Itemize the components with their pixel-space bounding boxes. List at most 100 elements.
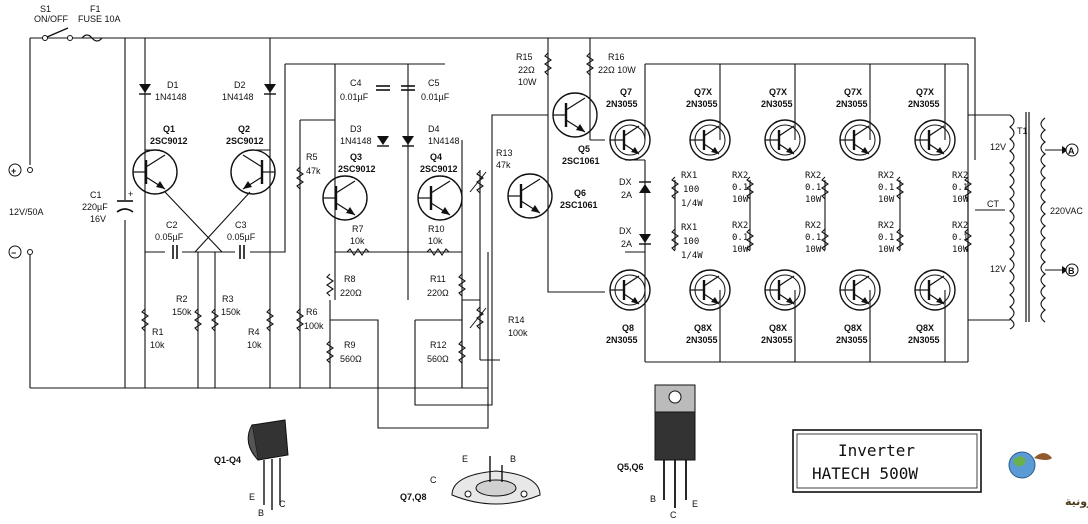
resistor-rx2-t4: RX2 0.1 10W	[952, 171, 972, 205]
package-to220: Q5,Q6 B C E	[617, 384, 698, 520]
diode-d2: D2 1N4148	[222, 80, 277, 102]
q8-value: 2N3055	[606, 335, 638, 345]
transformer-t1: A B T1 12V CT 12V 220VAC	[987, 112, 1083, 330]
dx-bottom-value: 2A	[621, 239, 632, 249]
resistor-r13: R13 47k	[469, 148, 513, 194]
to92-c: C	[279, 499, 286, 509]
r7-value: 10k	[350, 236, 365, 246]
rx2-b4-v2: 10W	[952, 245, 969, 255]
r7-name: R7	[352, 224, 364, 234]
c1-plus: +	[128, 189, 133, 199]
rx2-t4-v1: 0.1	[952, 183, 968, 193]
s1-name: S1	[40, 4, 51, 14]
rx2-b3-v1: 0.1	[878, 233, 894, 243]
to3-e: E	[462, 454, 468, 464]
resistor-r6: R6 100k	[296, 307, 324, 332]
rx1-bottom-name: RX1	[681, 223, 697, 233]
resistor-rx1-top: RX1 100 1/4W	[671, 171, 703, 209]
r12-name: R12	[430, 340, 447, 350]
r10-name: R10	[428, 224, 445, 234]
q7x-2-name: Q7X	[769, 87, 787, 97]
q7-name: Q7	[620, 87, 632, 97]
rx2-b3-name: RX2	[878, 221, 894, 231]
c3-name: C3	[235, 220, 247, 230]
dx-top-name: DX	[619, 177, 632, 187]
rx2-b2-name: RX2	[805, 221, 821, 231]
resistor-r1: R1 10k	[141, 308, 165, 350]
switch-s1: S1 ON/OFF	[34, 4, 73, 41]
rx2-t2-v1: 0.1	[805, 183, 821, 193]
rx1-bottom-v2: 1/4W	[681, 251, 703, 261]
rx2-b3-v2: 10W	[878, 245, 895, 255]
r3-name: R3	[222, 294, 234, 304]
rx2-t3-v2: 10W	[878, 195, 895, 205]
supply-minus: −	[11, 248, 16, 258]
rx2-t1-name: RX2	[732, 171, 748, 181]
diode-dx-bottom: DX 2A	[619, 226, 652, 249]
to220-label: Q5,Q6	[617, 462, 644, 472]
supply-terminals: + − 12V/50A	[8, 163, 44, 259]
q7-value: 2N3055	[606, 99, 638, 109]
resistor-r14: R14 100k	[469, 306, 528, 338]
transistor-q7x-1: Q7X 2N3055	[686, 87, 732, 162]
transistor-q8x-3: Q8X 2N3055	[836, 268, 882, 345]
c5-value: 0.01µF	[421, 92, 450, 102]
rx2-b1-v2: 10W	[732, 245, 749, 255]
d4-name: D4	[428, 124, 440, 134]
r13-name: R13	[496, 148, 513, 158]
d4-value: 1N4148	[428, 136, 460, 146]
t1-name: T1	[1017, 126, 1028, 136]
rx2-t1-v1: 0.1	[732, 183, 748, 193]
resistor-rx2-t2: RX2 0.1 10W	[805, 171, 829, 205]
transistor-q4: Q4 2SC9012	[416, 152, 464, 222]
r10-value: 10k	[428, 236, 443, 246]
rx2-b2-v1: 0.1	[805, 233, 821, 243]
resistor-r5: R5 47k	[296, 152, 321, 190]
q4-name: Q4	[430, 152, 442, 162]
r9-value: 560Ω	[340, 354, 362, 364]
r11-value: 220Ω	[427, 288, 449, 298]
resistor-rx2-t3: RX2 0.1 10W	[878, 171, 904, 205]
r15-name: R15	[516, 52, 533, 62]
r16-value: 22Ω 10W	[598, 65, 636, 75]
capacitor-c2: C2 0.05µF	[155, 220, 184, 260]
diode-d4: D4 1N4148	[401, 124, 460, 147]
resistor-r12: R12 560Ω	[427, 340, 466, 364]
q8x-2-name: Q8X	[769, 323, 787, 333]
capacitor-c3: C3 0.05µF	[227, 220, 256, 260]
resistor-r15: R15 22Ω 10W	[516, 52, 552, 87]
to92-label: Q1-Q4	[214, 455, 241, 465]
q8x-4-value: 2N3055	[908, 335, 940, 345]
package-to92: Q1-Q4 E B C	[214, 419, 289, 518]
r5-value: 47k	[306, 166, 321, 176]
q6-value: 2SC1061	[560, 200, 598, 210]
r16-name: R16	[608, 52, 625, 62]
r15-v2: 10W	[518, 77, 537, 87]
transistor-q3: Q3 2SC9012	[321, 152, 376, 222]
rx2-t2-v2: 10W	[805, 195, 822, 205]
to3-c: C	[430, 475, 437, 485]
q6-name: Q6	[574, 188, 586, 198]
resistor-r8: R8 220Ω	[326, 273, 362, 298]
to220-b: B	[650, 494, 656, 504]
q7x-3-name: Q7X	[844, 87, 862, 97]
rx2-b2-v2: 10W	[805, 245, 822, 255]
rx2-b1-name: RX2	[732, 221, 748, 231]
transistor-q6: Q6 2SC1061	[506, 172, 598, 220]
r15-v1: 22Ω	[518, 65, 535, 75]
rx2-t4-v2: 10W	[952, 195, 969, 205]
d2-name: D2	[234, 80, 246, 90]
d3-value: 1N4148	[340, 136, 372, 146]
q1-value: 2SC9012	[150, 136, 188, 146]
q8x-1-value: 2N3055	[686, 335, 718, 345]
transistor-q1: Q1 2SC9012	[131, 124, 188, 196]
resistor-rx2-t1: RX2 0.1 10W	[732, 171, 754, 205]
resistor-r10: R10 10k	[426, 224, 450, 256]
r11-name: R11	[430, 274, 446, 284]
resistor-rx2-b2: RX2 0.1 10W	[805, 221, 829, 255]
transistor-q8x-1: Q8X 2N3055	[686, 268, 732, 345]
r4-name: R4	[248, 327, 260, 337]
transistor-q8x-2: Q8X 2N3055	[761, 268, 807, 345]
transistor-q8x-4: Q8X 2N3055	[908, 268, 957, 345]
transistor-q7x-4: Q7X 2N3055	[908, 87, 957, 162]
